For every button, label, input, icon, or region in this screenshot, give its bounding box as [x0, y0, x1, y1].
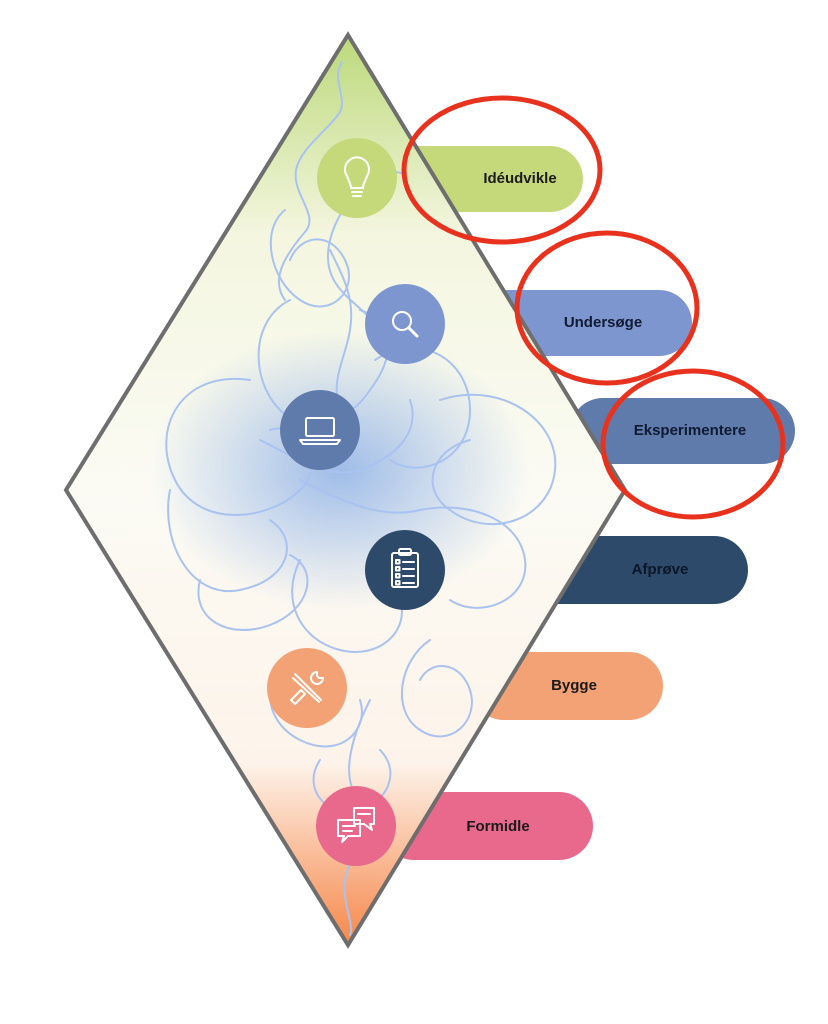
phase-circle-eksperimentere — [280, 390, 360, 470]
highlight-ring-undersoege — [514, 230, 700, 386]
phase-label-afproeve: Afprøve — [632, 561, 689, 578]
phase-circle-afproeve — [365, 530, 445, 610]
clipboard-checklist-icon — [391, 548, 419, 588]
phase-label-ideudvikle: Idéudvikle — [483, 170, 556, 187]
tools-icon — [290, 671, 324, 705]
phase-label-undersoege: Undersøge — [564, 314, 642, 331]
highlight-rings — [401, 95, 786, 520]
phase-icons — [267, 138, 445, 866]
phase-pill-bg — [380, 792, 593, 860]
center-glow — [150, 330, 530, 610]
phase-circle-undersoege — [365, 284, 445, 364]
phase-pill-formidle: Formidle — [380, 792, 593, 860]
lightbulb-icon — [344, 156, 370, 197]
search-icon — [392, 311, 419, 338]
laptop-icon — [299, 417, 341, 445]
chat-bubbles-icon — [337, 807, 375, 843]
phase-pill-eksperimentere: Eksperimentere — [570, 398, 795, 464]
phase-label-bygge: Bygge — [551, 677, 597, 694]
phase-label-eksperimentere: Eksperimentere — [634, 422, 747, 439]
phase-pill-bg — [570, 398, 795, 464]
phase-label-formidle: Formidle — [466, 818, 529, 835]
phase-circle-ideudvikle — [317, 138, 397, 218]
highlight-ring-ideudvikle — [401, 95, 603, 245]
phase-circle-bygge — [267, 648, 347, 728]
highlight-ring-eksperimentere — [600, 368, 786, 520]
phase-circle-formidle — [316, 786, 396, 866]
diamond-outline — [63, 31, 628, 949]
